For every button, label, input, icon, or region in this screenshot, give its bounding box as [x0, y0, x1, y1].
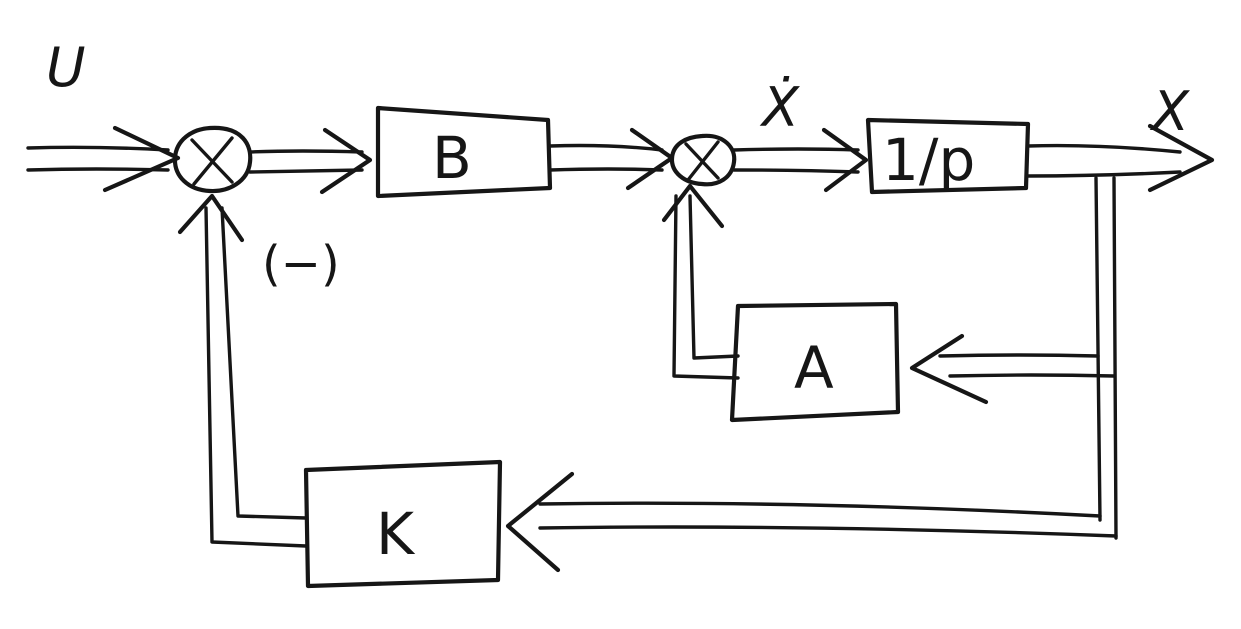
arrow-b-to-sum2	[548, 127, 675, 191]
arrow-k-to-sum1	[177, 193, 308, 548]
input-label: U	[46, 36, 86, 99]
feedback-trunk	[1094, 176, 1118, 540]
block-integrator-label: 1/p	[882, 126, 975, 194]
arrow-a-to-sum2	[661, 183, 740, 380]
negative-sign-label: (−)	[262, 236, 340, 292]
arrow-output-to-k	[505, 471, 1118, 573]
block-a-label: A	[794, 334, 834, 402]
block-k-label: K	[376, 500, 416, 568]
arrow-sum1-to-b	[248, 127, 373, 195]
summing-junction-1	[172, 125, 253, 194]
block-b-label: B	[432, 124, 472, 192]
arrow-output-to-a	[909, 333, 1116, 405]
derivative-label: Ẋ	[759, 76, 800, 139]
output-arrow	[1026, 123, 1215, 193]
block-b: B	[375, 105, 553, 199]
block-integrator: 1/p	[865, 117, 1031, 195]
arrow-sum2-to-integrator	[732, 127, 869, 193]
output-label: X	[1149, 80, 1190, 143]
block-a: A	[729, 301, 901, 423]
block-k: K	[303, 459, 503, 589]
summing-junction-2	[669, 133, 737, 187]
input-arrow	[26, 125, 181, 193]
